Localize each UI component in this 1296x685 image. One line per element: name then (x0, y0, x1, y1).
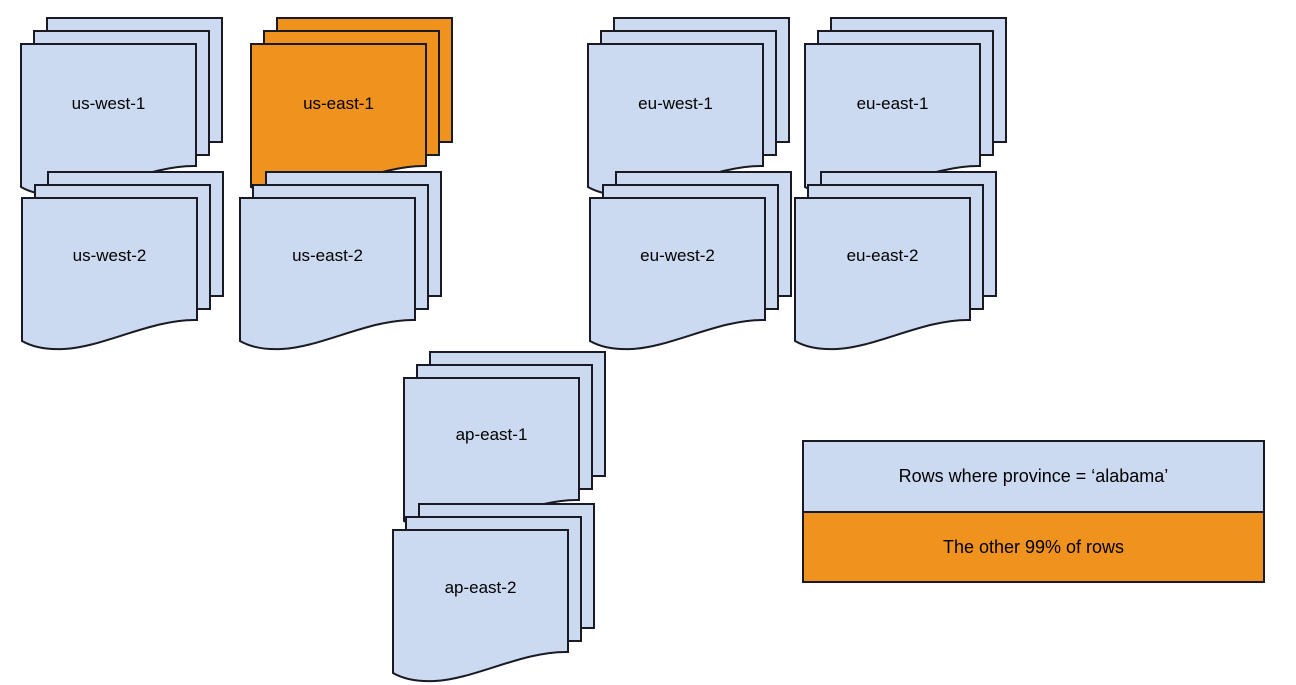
sheet-front (21, 197, 198, 351)
region-stack-eu-west-2[interactable] (588, 170, 795, 353)
legend-label: The other 99% of rows (942, 536, 1125, 557)
legend: Rows where province = ‘alabama’ The other… (802, 440, 1265, 583)
region-stack-shape-us-west-1 (20, 17, 223, 197)
region-stack-eu-east-2[interactable] (793, 170, 1000, 353)
region-stack-shape-us-east-2 (239, 171, 442, 351)
sheet-front (392, 529, 569, 683)
region-stack-shape-eu-west-1 (587, 17, 790, 197)
region-stack-shape-ap-east-2 (392, 503, 595, 683)
legend-label: Rows where province = ‘alabama’ (898, 466, 1169, 486)
region-stack-eu-west-1[interactable] (586, 16, 793, 199)
legend-row-legend-blue: Rows where province = ‘alabama’ (804, 442, 1263, 513)
sheet-front (589, 197, 766, 351)
region-stack-shape-eu-east-1 (804, 17, 1007, 197)
region-stack-ap-east-2[interactable] (391, 502, 598, 685)
region-stack-shape-us-west-2 (21, 171, 224, 351)
sheet-front (794, 197, 971, 351)
region-stack-shape-eu-west-2 (589, 171, 792, 351)
region-stack-shape-eu-east-2 (794, 171, 997, 351)
region-stack-us-west-2[interactable] (20, 170, 227, 353)
region-stack-eu-east-1[interactable] (803, 16, 1010, 199)
sheet-front (239, 197, 416, 351)
region-stack-us-east-2[interactable] (238, 170, 445, 353)
legend-row-legend-orange: The other 99% of rows (804, 513, 1263, 581)
region-stack-us-west-1[interactable] (19, 16, 226, 199)
